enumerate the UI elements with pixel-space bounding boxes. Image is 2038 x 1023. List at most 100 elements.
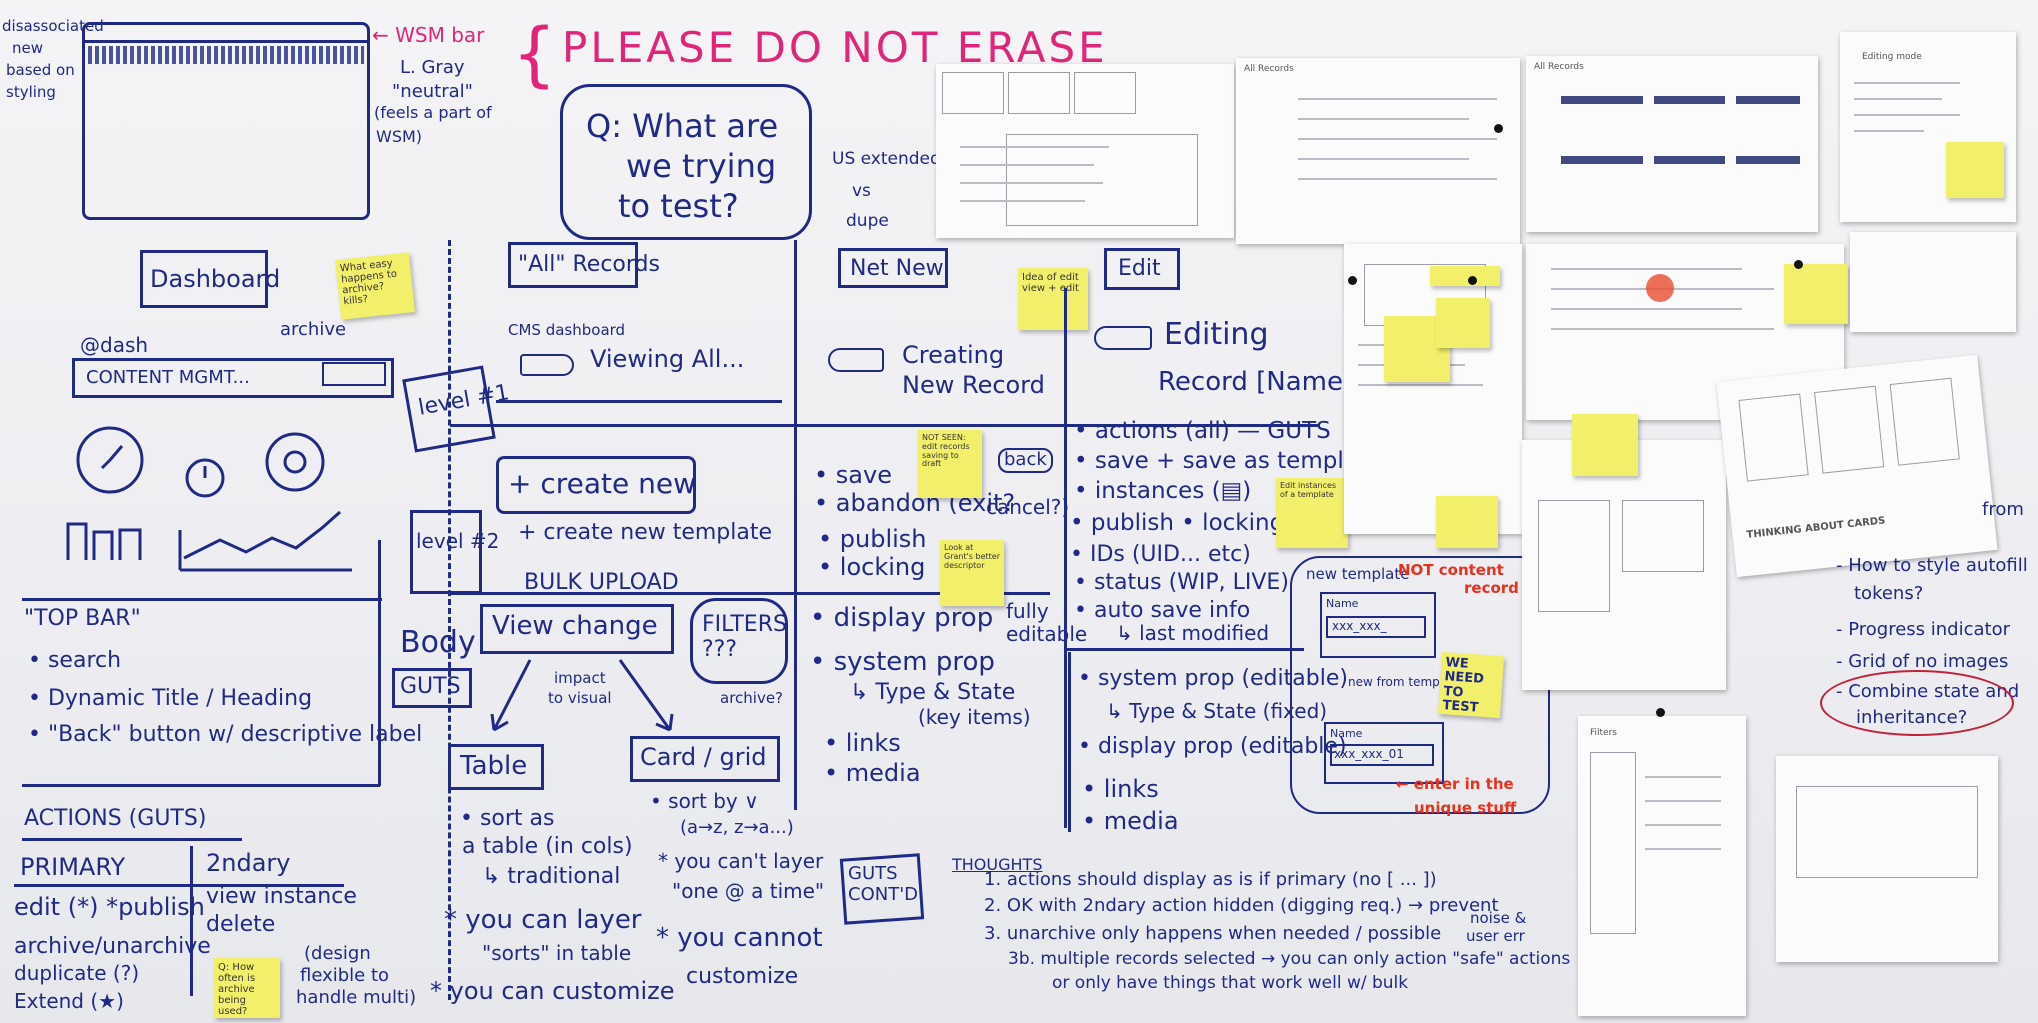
main-horizontal-line	[450, 424, 1320, 427]
wireframe-print-3: All Records	[1526, 56, 1818, 232]
record-name-label: Record [Name]	[1158, 367, 1354, 397]
level2-label: level #2	[416, 529, 500, 553]
us-extended-1: US extended	[832, 149, 941, 169]
table-note-5: "sorts" in table	[482, 941, 632, 965]
thought-5: or only have things that work well w/ bu…	[1052, 973, 1409, 993]
template-name-label-2: Name	[1330, 727, 1363, 740]
l-gray-label: L. Gray	[400, 57, 465, 78]
new-template-title: new template	[1306, 565, 1410, 583]
fully-editable: fully editable	[1006, 599, 1088, 646]
edit-item-8: ↳ last modified	[1116, 621, 1270, 645]
card-note-1: • sort by ∨	[650, 789, 759, 813]
template-value-1: xxx_xxx_	[1332, 619, 1387, 633]
target-icon	[265, 432, 325, 492]
secondary-action-4: flexible to	[300, 965, 390, 986]
template-name-label-1: Name	[1326, 597, 1359, 610]
pin	[1348, 276, 1357, 285]
net-new-item-11: • media	[824, 759, 921, 787]
card-note-4: "one @ a time"	[672, 879, 825, 903]
wireframe-print-7	[1344, 244, 1522, 534]
bar-chart-icon	[66, 522, 142, 560]
edit-sticky: Edit instances of a template	[1276, 478, 1348, 548]
content-mgmt-search	[322, 362, 386, 386]
col2-divider	[794, 240, 797, 810]
primary-action-2: archive/unarchive	[14, 934, 211, 959]
viewing-all: Viewing All...	[590, 345, 745, 373]
card-grid-box	[630, 736, 780, 782]
net-new-item-7: • system prop	[810, 647, 995, 677]
topbar-item-1: • search	[28, 648, 122, 673]
table-label: Table	[460, 751, 528, 781]
template-form-1	[1320, 592, 1436, 658]
timer-icon	[185, 458, 225, 498]
bulk-upload-label: BULK UPLOAD	[524, 570, 679, 595]
dashboard-title: Dashboard	[150, 265, 281, 293]
dash-tag: @dash	[80, 333, 149, 357]
please-do-not-erase: PLEASE DO NOT ERASE	[562, 23, 1108, 72]
wireframe-print-1	[936, 64, 1234, 238]
actions-col-divider	[190, 846, 193, 996]
create-new-button-sketch	[496, 456, 696, 514]
primary-action-3: duplicate (?)	[14, 961, 140, 985]
actions-underline	[22, 838, 242, 841]
pin	[1656, 708, 1665, 717]
wireframe-print-6	[1850, 232, 2016, 332]
template-form-2	[1324, 722, 1444, 784]
pin	[1494, 124, 1503, 133]
card-grid-label: Card / grid	[640, 743, 767, 771]
enter-unique-1: ← enter in the	[1396, 775, 1514, 793]
creating-arrow-shape	[828, 348, 884, 372]
disassociated-label: disassociated	[2, 17, 104, 35]
primary-header: PRIMARY	[20, 853, 126, 881]
combine-state-circle	[1820, 670, 2014, 736]
new-from-template: new from template	[1348, 675, 1463, 689]
net-new-sticky-3: Look at Grant's better descriptor	[940, 540, 1004, 606]
edit-item-10: ↳ Type & State (fixed)	[1106, 699, 1328, 723]
from-label: from	[1982, 499, 2024, 520]
net-new-title: Net New	[850, 256, 944, 281]
noise-label: noise &	[1470, 909, 1527, 927]
table-note-4: * you can layer	[444, 905, 642, 935]
line-chart-icon	[178, 510, 352, 572]
thoughts-title: THOUGHTS	[952, 855, 1043, 874]
topbar-bracket	[378, 540, 381, 786]
new-record-label: New Record	[902, 371, 1045, 399]
create-template-label: + create new template	[518, 520, 773, 545]
disassociated-label-4: styling	[6, 83, 56, 101]
right-item-4: - Grid of no images	[1836, 651, 2009, 672]
card-note-5: * you cannot	[656, 923, 823, 953]
secondary-header: 2ndary	[206, 849, 291, 877]
secondary-action-2: delete	[206, 912, 276, 937]
back-arrow-shape	[520, 354, 574, 376]
net-new-item-2: • abandon (exit?	[814, 489, 1016, 517]
view-change-box	[480, 604, 674, 654]
filters-bubble	[690, 598, 788, 684]
table-note-1: • sort as	[460, 806, 555, 831]
primary-action-1: edit (*) *publish	[14, 893, 205, 921]
template-value-2: xxx_xxx_01	[1334, 747, 1404, 761]
level2-box	[410, 510, 482, 594]
template-field-1	[1326, 616, 1426, 638]
wireframe-sticky-d	[1436, 298, 1490, 348]
edit-title: Edit	[1118, 256, 1161, 281]
enter-unique-2: unique stuff	[1414, 799, 1517, 817]
wireframe-print-2: All Records	[1236, 58, 1520, 244]
actions-sticky: Q: How often is archive being used?	[214, 958, 280, 1018]
guts-contd-label: GUTS CONT'D	[848, 863, 919, 905]
content-mgmt-label: CONTENT MGMT...	[86, 367, 250, 388]
wireframe-print-8	[1522, 440, 1726, 690]
net-new-box	[838, 248, 948, 288]
table-box	[448, 744, 544, 790]
archive-question: archive?	[720, 689, 784, 707]
actions-header-line	[14, 884, 344, 887]
pin	[1794, 260, 1803, 269]
net-new-item-4: • publish	[818, 525, 927, 553]
right-item-2: tokens?	[1854, 583, 1924, 604]
edit-item-11: • display prop (editable)	[1078, 734, 1347, 759]
we-need-to-test-sticky: WE NEED TO TEST	[1437, 651, 1505, 719]
content-mgmt-bar	[72, 358, 394, 398]
wireframe-sticky-e	[1436, 496, 1498, 548]
edit-item-5: • IDs (UID... etc)	[1070, 542, 1251, 567]
question-line-1: Q: What are	[586, 107, 779, 145]
